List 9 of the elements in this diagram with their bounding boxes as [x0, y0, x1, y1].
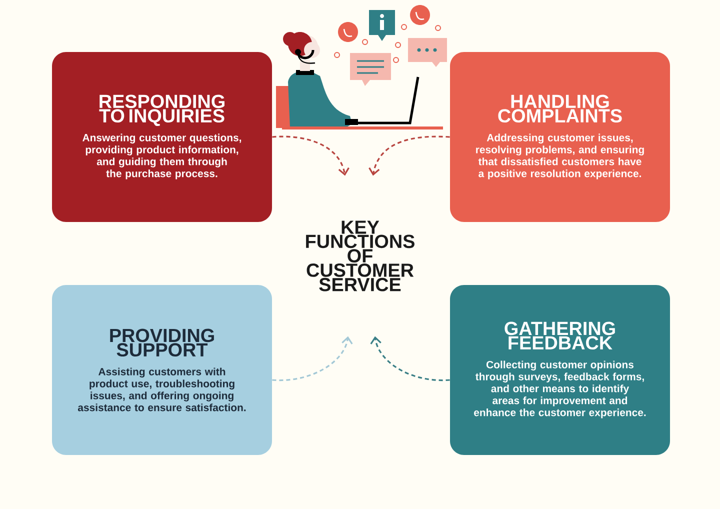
dashed-arrow	[272, 336, 353, 382]
function-card: PROVIDING SUPPORT Assisting customers with product use, troubleshooting issues, and offering ongoing assistance to ensure satisfaction.	[52, 285, 272, 455]
function-card: RESPONDING TO INQUIRIES Answering customer questions, providing product information, and guiding them through the purchase process.	[52, 52, 272, 222]
function-card: HANDLING COMPLAINTS Addressing customer issues, resolving problems, and ensuring that dissatisfied customers have a positive resolution experience.	[450, 52, 670, 222]
dashed-arrow	[368, 136, 450, 176]
dashed-arrow	[370, 336, 450, 382]
dashed-arrow	[272, 136, 350, 176]
function-card: GATHERING FEEDBACK Collecting customer opinions through surveys, feedback forms, and other means to identify areas for improvement and enhance the customer experience.	[450, 285, 670, 455]
center-title: KEY FUNCTIONS OF CUSTOMER SERVICE	[306, 220, 414, 292]
